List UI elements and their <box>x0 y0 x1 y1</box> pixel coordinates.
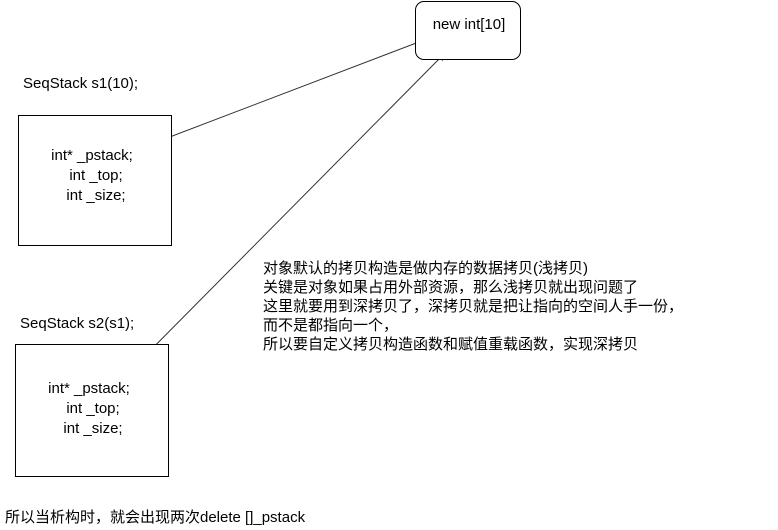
s1-pstack-arrow <box>132 36 433 152</box>
s2-member-pstack: int* _pstack; <box>48 380 130 397</box>
s2-members: int* _pstack; int _top; int _size; <box>16 379 170 439</box>
s2-pstack-arrow <box>126 52 446 375</box>
s1-member-size: int _size; <box>66 187 126 204</box>
note-line: 而不是都指向一个， <box>263 317 399 334</box>
s1-member-pstack: int* _pstack; <box>51 147 133 164</box>
note-line: 这里就要用到深拷贝了，深拷贝就是把让指向的空间人手一份， <box>263 298 684 315</box>
s2-member-top: int _top; <box>66 400 120 417</box>
s2-member-size: int _size; <box>63 420 123 437</box>
s1-members: int* _pstack; int _top; int _size; <box>19 146 173 206</box>
s1-object-box: int* _pstack; int _top; int _size; <box>18 115 172 246</box>
double-delete-note: 所以当析构时，就会出现两次delete []_pstack <box>5 509 306 526</box>
heap-array-box: new int[10] <box>415 1 521 60</box>
note-line: 关键是对象如果占用外部资源，那么浅拷贝就出现问题了 <box>263 279 639 296</box>
heap-array-label: new int[10] <box>432 16 506 33</box>
s1-declaration: SeqStack s1(10); <box>23 75 139 92</box>
note-line: 所以要自定义拷贝构造函数和赋值重载函数，实现深拷贝 <box>263 336 639 353</box>
shallow-copy-note: 对象默认的拷贝构造是做内存的数据拷贝(浅拷贝) 关键是对象如果占用外部资源，那么… <box>263 259 683 354</box>
s2-declaration: SeqStack s2(s1); <box>20 315 135 332</box>
s2-object-box: int* _pstack; int _top; int _size; <box>15 344 169 477</box>
s1-member-top: int _top; <box>69 167 123 184</box>
note-line: 对象默认的拷贝构造是做内存的数据拷贝(浅拷贝) <box>263 260 588 277</box>
